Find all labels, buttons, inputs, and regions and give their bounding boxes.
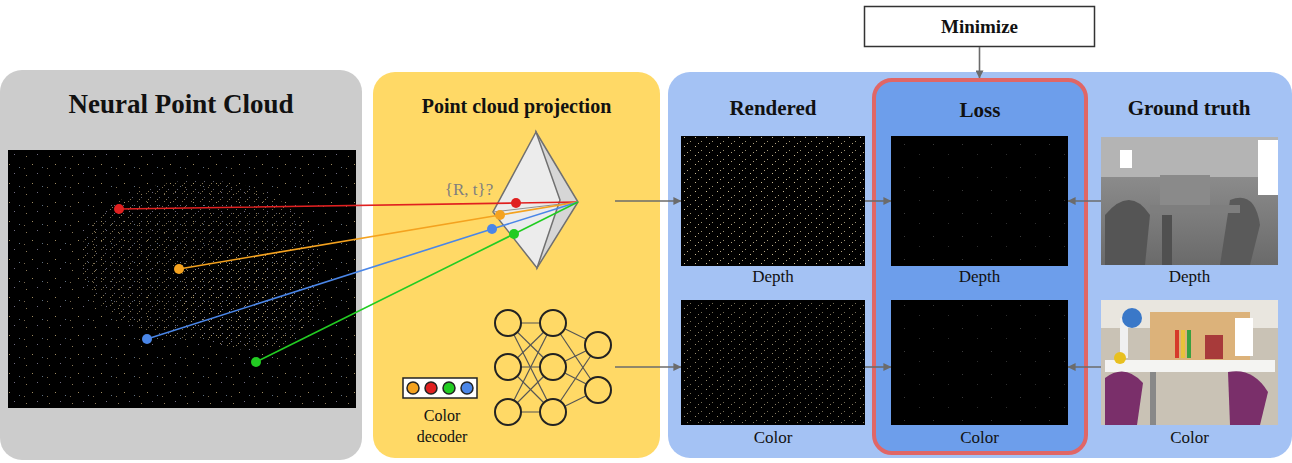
panel-ground	[0, 70, 362, 460]
node-label: Depth	[1101, 267, 1278, 287]
point-cloud-image	[8, 150, 356, 408]
ground-truth-color	[1101, 300, 1278, 425]
loss-image	[891, 136, 1068, 425]
minimize-box	[865, 7, 1095, 47]
ground-truth-depth: Depth	[1101, 137, 1278, 288]
node-label: Loss	[872, 98, 1088, 123]
node-label: Color	[681, 428, 865, 448]
projection-panel: Point cloud projection {R, t}? Color decod…	[373, 72, 660, 458]
node-label: Color decoder	[403, 405, 481, 447]
point-cloud-panel: Neural Point Cloud	[0, 70, 362, 460]
ground-truth-color: Color	[1101, 300, 1278, 450]
flow-arrow	[865, 366, 891, 368]
feature-vector	[403, 378, 477, 398]
flow-arrow	[979, 47, 981, 78]
node-label: Point cloud projection	[373, 94, 660, 118]
camera-pose: {R, t}?	[440, 128, 615, 273]
projection-rays	[119, 202, 578, 362]
rendered-color: Color	[681, 300, 865, 450]
node-heading: Ground truth	[1089, 96, 1289, 121]
panel-ground	[668, 72, 1292, 458]
color-decoder: Color decoder	[398, 305, 615, 453]
projected-points	[114, 198, 521, 367]
camera-frustum	[493, 132, 578, 268]
node-label: Color	[1101, 428, 1278, 448]
color-loss: Color	[891, 300, 1068, 450]
flow-arrow	[865, 200, 891, 202]
loss-box: LossDepthColor	[872, 78, 1088, 455]
objective-box: Minimize	[864, 6, 1095, 47]
node-label: {R, t}?	[443, 180, 495, 200]
depth-loss: Depth	[891, 136, 1068, 288]
evaluation-panel: RenderedGround truthDepthColorLossDepthC…	[668, 72, 1292, 458]
rendered-image	[681, 136, 865, 425]
node-label: Rendered	[673, 96, 873, 121]
flow-arrow	[1068, 366, 1101, 368]
node-label: Color	[891, 428, 1068, 448]
flow-arrow	[1068, 200, 1101, 202]
node-label: Depth	[891, 267, 1068, 287]
node-label: Depth	[681, 267, 865, 287]
node-label: Neural Point Cloud	[0, 88, 362, 120]
loss-panel	[874, 80, 1086, 453]
flow-arrow	[615, 200, 681, 202]
network-neurons	[495, 310, 611, 425]
panel-ground	[373, 72, 660, 458]
node-label: Minimize	[864, 15, 1095, 38]
rendered-depth: Depth	[681, 136, 865, 288]
ground-truth-depth	[1101, 137, 1278, 265]
flow-arrow	[615, 366, 681, 368]
